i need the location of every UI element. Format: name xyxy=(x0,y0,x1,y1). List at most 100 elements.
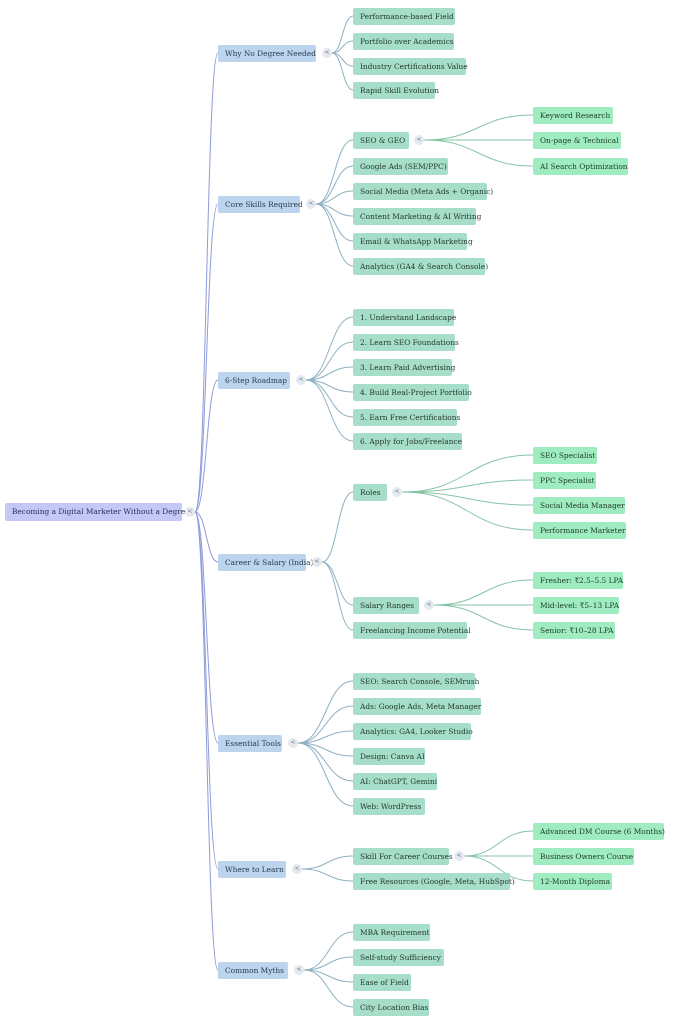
link-branch-6-child-1 xyxy=(303,956,354,971)
branch-1-child-2[interactable]: Social Media (Meta Ads + Organic) xyxy=(353,182,493,200)
branch-node-1[interactable]: Core Skills Required xyxy=(218,195,303,213)
branch-4-child-5[interactable]: Web: WordPress xyxy=(353,797,425,815)
branch-3-child-0-leaf-2[interactable]: Social Media Manager xyxy=(533,496,625,514)
link-root-branch-3 xyxy=(194,511,219,563)
branch-5-child-1[interactable]: Free Resources (Google, Meta, HubSpot) xyxy=(353,872,515,890)
branch-6-child-3[interactable]: City Location Bias xyxy=(353,998,429,1016)
link-branch-6-child-3 xyxy=(303,969,354,1008)
branch-node-5[interactable]: Where to Learn xyxy=(218,860,286,878)
branch-3-child-1-leaf-2[interactable]: Senior: ₹10–28 LPA xyxy=(533,621,615,639)
branch-0-child-0[interactable]: Performance-based Field xyxy=(353,7,455,25)
link-branch-0-child-0 xyxy=(331,15,354,54)
branch-4-child-1[interactable]: Ads: Google Ads, Meta Manager xyxy=(353,697,481,715)
branch-1-child-0-leaf-1[interactable]: On-page & Technical xyxy=(533,131,621,149)
link-branch-4-child-4 xyxy=(297,742,354,782)
branch-1-child-4[interactable]: Email & WhatsApp Marketing xyxy=(353,232,473,250)
branch-2-child-2[interactable]: 3. Learn Paid Advertising xyxy=(353,358,455,376)
branch-0-child-1[interactable]: Portfolio over Academics xyxy=(353,32,454,50)
branch-4-collapse-toggle[interactable]: < xyxy=(288,738,298,748)
branch-3-child-1[interactable]: Salary Ranges xyxy=(353,596,419,614)
branch-5-child-0-leaf-2[interactable]: 12-Month Diploma xyxy=(533,872,612,890)
link-branch-2-child-1 xyxy=(305,341,354,381)
link-3-0-leaf-3 xyxy=(401,491,534,531)
link-branch-1-child-1 xyxy=(315,165,354,205)
branch-3-child-0-leaf-1[interactable]: PPC Specialist xyxy=(533,471,596,489)
branch-node-0[interactable]: Why No Degree Needed xyxy=(218,44,316,62)
link-3-0-leaf-1 xyxy=(401,479,534,493)
link-branch-2-child-2 xyxy=(305,366,354,381)
root-node[interactable]: Becoming a Digital Marketer Without a De… xyxy=(5,503,190,521)
branch-1-child-1[interactable]: Google Ads (SEM/PPC) xyxy=(353,157,448,175)
link-1-0-leaf-0 xyxy=(423,114,534,141)
branch-3-child-0[interactable]: Roles xyxy=(353,483,387,501)
branch-node-2[interactable]: 6-Step Roadmap xyxy=(218,371,290,389)
link-3-0-leaf-0 xyxy=(401,454,534,493)
branch-5-child-0-collapse-toggle[interactable]: < xyxy=(454,851,464,861)
link-branch-1-child-2 xyxy=(315,190,354,205)
link-5-0-leaf-2 xyxy=(463,855,534,882)
branch-6-child-2[interactable]: Ease of Field xyxy=(353,973,411,991)
branch-6-child-1[interactable]: Self-study Sufficiency xyxy=(353,948,444,966)
branch-5-child-0[interactable]: Skill For Career Courses xyxy=(353,847,453,865)
branch-4-child-0[interactable]: SEO: Search Console, SEMrush xyxy=(353,672,479,690)
branch-2-child-4[interactable]: 5. Earn Free Certifications xyxy=(353,408,460,426)
branch-2-child-5[interactable]: 6. Apply for Jobs/Freelance xyxy=(353,432,462,450)
link-branch-6-child-0 xyxy=(303,931,354,971)
branch-1-child-0-leaf-2[interactable]: AI Search Optimization xyxy=(533,157,628,175)
link-3-1-leaf-0 xyxy=(433,579,534,606)
link-branch-2-child-5 xyxy=(305,379,354,442)
branch-2-child-1[interactable]: 2. Learn SEO Foundations xyxy=(353,333,459,351)
link-branch-4-child-5 xyxy=(297,742,354,807)
link-root-branch-0 xyxy=(194,52,219,513)
branch-1-child-0[interactable]: SEO & GEO xyxy=(353,131,409,149)
branch-3-collapse-toggle[interactable]: < xyxy=(312,557,322,567)
link-branch-3-child-1 xyxy=(321,561,354,606)
branch-6-child-0[interactable]: MBA Requirement xyxy=(353,923,430,941)
link-branch-0-child-3 xyxy=(331,52,354,91)
branch-3-child-0-leaf-3[interactable]: Performance Marketer xyxy=(533,521,626,539)
branch-node-4[interactable]: Essential Tools xyxy=(218,734,282,752)
link-branch-5-child-0 xyxy=(301,855,354,870)
branch-0-collapse-toggle[interactable]: < xyxy=(322,48,332,58)
link-branch-2-child-4 xyxy=(305,379,354,418)
link-3-0-leaf-2 xyxy=(401,491,534,506)
branch-4-child-2[interactable]: Analytics: GA4, Looker Studio xyxy=(353,722,473,740)
link-root-branch-4 xyxy=(194,511,219,744)
link-branch-2-child-0 xyxy=(305,316,354,381)
branch-2-child-0[interactable]: 1. Understand Landscape xyxy=(353,308,456,326)
branch-3-child-1-collapse-toggle[interactable]: < xyxy=(424,600,434,610)
branch-3-child-2[interactable]: Freelancing Income Potential xyxy=(353,621,471,639)
branch-4-child-3[interactable]: Design: Canva AI xyxy=(353,747,425,765)
link-branch-4-child-1 xyxy=(297,705,354,744)
branch-0-child-3[interactable]: Rapid Skill Evolution xyxy=(353,81,439,99)
link-root-branch-6 xyxy=(194,511,219,971)
link-branch-1-child-0 xyxy=(315,139,354,205)
branch-2-child-3[interactable]: 4. Build Real-Project Portfolio xyxy=(353,383,472,401)
link-3-1-leaf-2 xyxy=(433,604,534,631)
branch-1-child-0-leaf-0[interactable]: Keyword Research xyxy=(533,106,613,124)
branch-2-collapse-toggle[interactable]: < xyxy=(296,375,306,385)
link-branch-4-child-3 xyxy=(297,742,354,757)
branch-6-collapse-toggle[interactable]: < xyxy=(294,965,304,975)
branch-4-child-4[interactable]: AI: ChatGPT, Gemini xyxy=(353,772,437,790)
link-branch-4-child-2 xyxy=(297,730,354,744)
branch-1-collapse-toggle[interactable]: < xyxy=(306,199,316,209)
link-branch-3-child-2 xyxy=(321,561,354,631)
root-collapse-toggle[interactable]: < xyxy=(185,507,195,517)
branch-3-child-0-leaf-0[interactable]: SEO Specialist xyxy=(533,446,597,464)
link-branch-4-child-0 xyxy=(297,680,354,744)
branch-node-3[interactable]: Career & Salary (India) xyxy=(218,553,313,571)
branch-3-child-0-collapse-toggle[interactable]: < xyxy=(392,487,402,497)
branch-node-6[interactable]: Common Myths xyxy=(218,961,288,979)
branch-5-child-0-leaf-0[interactable]: Advanced DM Course (6 Months) xyxy=(533,822,665,840)
link-root-branch-1 xyxy=(194,203,219,513)
branch-5-collapse-toggle[interactable]: < xyxy=(292,864,302,874)
branch-1-child-3[interactable]: Content Marketing & AI Writing xyxy=(353,207,481,225)
branch-0-child-2[interactable]: Industry Certifications Value xyxy=(353,57,468,75)
branch-1-child-0-collapse-toggle[interactable]: < xyxy=(414,135,424,145)
branch-1-child-5[interactable]: Analytics (GA4 & Search Console) xyxy=(353,257,488,275)
branch-3-child-1-leaf-0[interactable]: Fresher: ₹2.5–5.5 LPA xyxy=(533,571,623,589)
branch-3-child-1-leaf-1[interactable]: Mid-level: ₹5–13 LPA xyxy=(533,596,619,614)
branch-5-child-0-leaf-1[interactable]: Business Owners Course xyxy=(533,847,634,865)
